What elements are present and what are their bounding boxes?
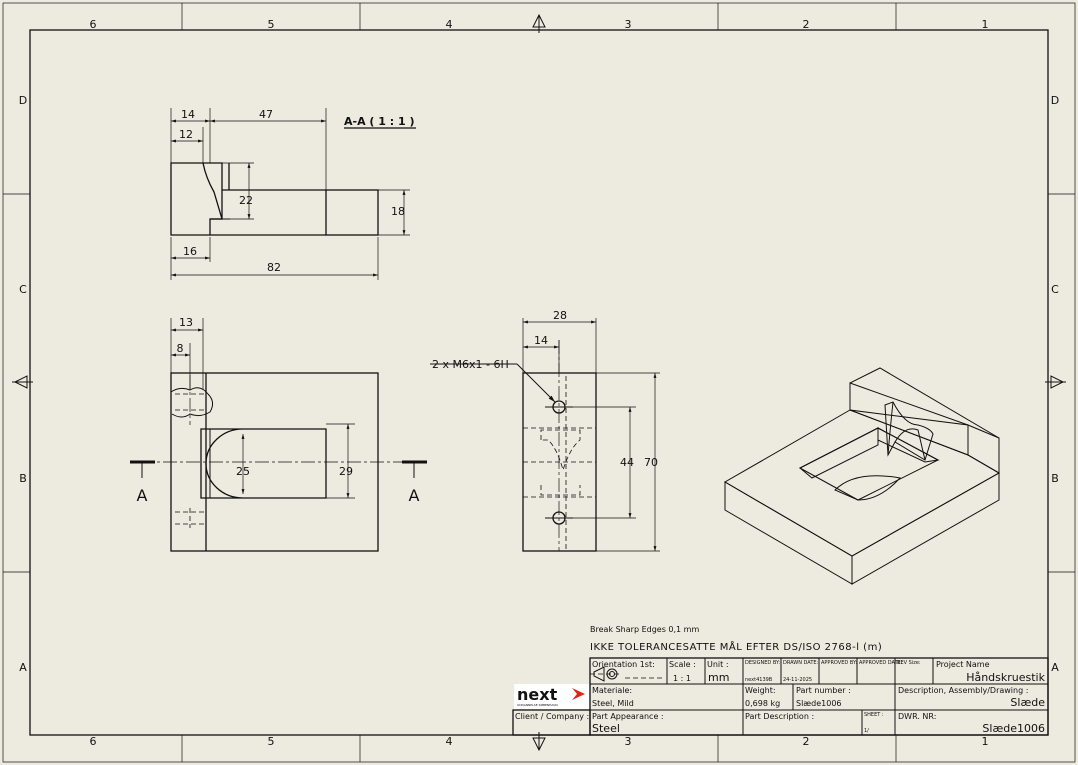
- dim-8: 8: [177, 342, 184, 355]
- weight-value: 0,698 kg: [745, 699, 780, 708]
- drawn-value: 24-11-2025: [783, 677, 812, 683]
- logo-subtext: UDDANNELSE KØBENHAVN: [517, 702, 558, 707]
- orientation-label: Orientation 1st:: [592, 660, 655, 669]
- section-outline: [203, 162, 326, 236]
- logo-text: next: [517, 685, 558, 704]
- section-title: A-A ( 1 : 1 ): [344, 115, 415, 128]
- dwr-value: Slæde1006: [982, 722, 1045, 735]
- zone-col-top: 5: [268, 18, 275, 31]
- part-desc-label: Part Description :: [745, 712, 814, 721]
- weight-label: Weight:: [745, 686, 776, 695]
- client-label: Client / Company :: [515, 712, 589, 721]
- designed-label: DESIGNED BY:: [745, 660, 780, 666]
- part-number-label: Part number :: [796, 686, 851, 695]
- material-value: Steel, Mild: [592, 699, 634, 708]
- part-number-value: Slæde1006: [796, 699, 842, 708]
- note-break-edges: Break Sharp Edges 0,1 mm: [590, 625, 699, 634]
- zone-col-bottom: 5: [268, 735, 275, 748]
- cut-label-right: A: [409, 486, 420, 505]
- project-label: Project Name: [936, 660, 990, 669]
- dim-14b: 14: [534, 334, 548, 347]
- description-value: Slæde: [1010, 696, 1045, 709]
- dim-25: 25: [236, 465, 250, 478]
- zone-col-top: 2: [803, 18, 810, 31]
- front-view: A A 13 8 25 29: [130, 316, 427, 552]
- dim-12: 12: [179, 128, 193, 141]
- sheet-value: 1/: [864, 728, 869, 734]
- unit-label: Unit :: [707, 660, 729, 669]
- unit-value: mm: [708, 671, 729, 684]
- section-view: A-A ( 1 : 1 ) 14 47 12 22 18 1: [170, 108, 416, 280]
- zone-row-left: D: [19, 94, 27, 107]
- rev-label: REV Size:: [897, 660, 921, 666]
- zone-ticks: [3, 3, 1075, 762]
- material-label: Materiale:: [592, 686, 632, 695]
- dwr-label: DWR. NR:: [898, 712, 936, 721]
- zone-col-bottom: 4: [446, 735, 453, 748]
- zone-row-right: A: [1051, 661, 1059, 674]
- dim-13: 13: [179, 316, 193, 329]
- approved-label: APPROVED BY:: [821, 660, 857, 666]
- approved-date-label: APPROVED DATE:: [859, 660, 903, 666]
- zone-col-bottom: 1: [982, 735, 989, 748]
- front-breakout: [170, 387, 214, 418]
- zone-row-right: B: [1051, 472, 1059, 485]
- zone-col-top: 3: [625, 18, 632, 31]
- dim-18: 18: [391, 205, 405, 218]
- dim-14: 14: [181, 108, 195, 121]
- center-marks: [12, 13, 1066, 752]
- zone-col-top: 1: [982, 18, 989, 31]
- project-value: Håndskruestik: [966, 671, 1045, 684]
- drawn-label: DRAWN DATE:: [783, 660, 819, 666]
- description-label: Description, Assembly/Drawing :: [898, 686, 1028, 695]
- side-view: 2 x M6x1 - 6H 28 14 44 70: [430, 309, 660, 552]
- zone-col-top: 6: [90, 18, 97, 31]
- zone-col-bottom: 2: [803, 735, 810, 748]
- appearance-label: Part Appearance :: [592, 712, 664, 721]
- scale-label: Scale :: [669, 660, 696, 669]
- dim-28: 28: [553, 309, 567, 322]
- section-hatch-left: [170, 162, 223, 236]
- zone-col-bottom: 3: [625, 735, 632, 748]
- zone-row-right: C: [1051, 283, 1059, 296]
- dim-70: 70: [644, 456, 658, 469]
- dim-29: 29: [339, 465, 353, 478]
- zone-row-left: A: [19, 661, 27, 674]
- scale-value: 1 : 1: [673, 674, 691, 683]
- title-block: Orientation 1st: Scale : 1 : 1 Unit : mm…: [512, 657, 1049, 736]
- next-logo: next UDDANNELSE KØBENHAVN: [514, 684, 589, 709]
- front-slot: [200, 428, 327, 499]
- zone-labels: 6 5 4 3 2 1 6 5 4 3 2 1 D C B A D C B A: [19, 18, 1059, 748]
- designed-value: next4139B: [745, 677, 773, 683]
- isometric-view: [724, 367, 1001, 585]
- dim-44: 44: [620, 456, 634, 469]
- sheet-label: SHEET :: [864, 712, 884, 718]
- zone-col-top: 4: [446, 18, 453, 31]
- zone-row-left: B: [19, 472, 27, 485]
- zone-row-right: D: [1051, 94, 1059, 107]
- zone-col-bottom: 6: [90, 735, 97, 748]
- dim-22: 22: [239, 194, 253, 207]
- section-hatch-right: [325, 189, 379, 236]
- zone-row-left: C: [19, 283, 27, 296]
- dim-82: 82: [267, 261, 281, 274]
- note-tolerance: IKKE TOLERANCESATTE MÅL EFTER DS/ISO 276…: [590, 640, 882, 653]
- appearance-value: Steel: [592, 722, 620, 735]
- thread-note: 2 x M6x1 - 6H: [432, 358, 509, 371]
- cut-label-left: A: [137, 486, 148, 505]
- dim-47: 47: [259, 108, 273, 121]
- projection-symbol: [590, 666, 662, 682]
- dim-16: 16: [183, 245, 197, 258]
